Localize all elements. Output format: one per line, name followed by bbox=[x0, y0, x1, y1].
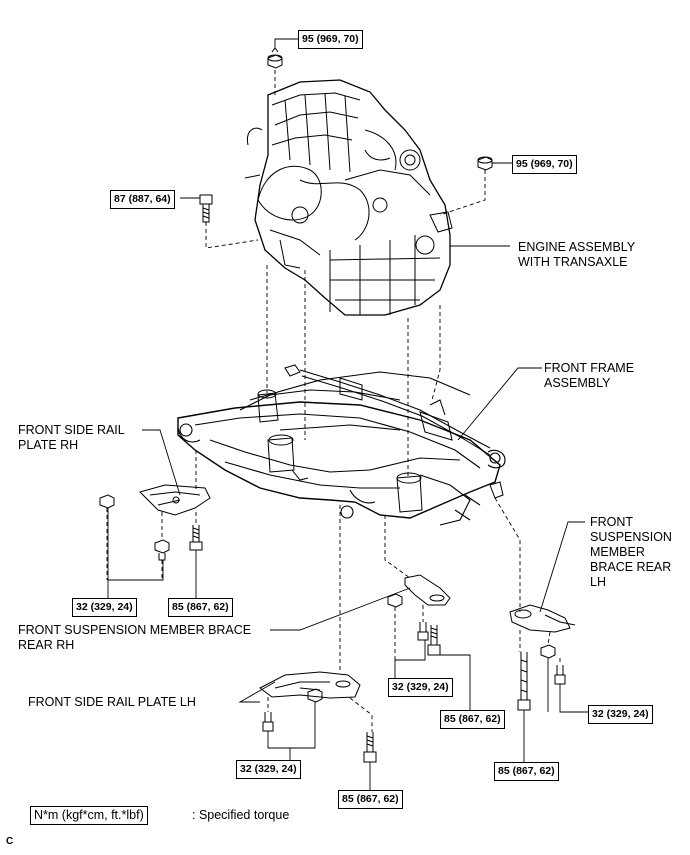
torque-label-brace-lh-nut: 32 (329, 24) bbox=[588, 705, 653, 724]
lh-rail-nut-icon bbox=[307, 688, 323, 703]
label-brace-lh-line1: FRONT bbox=[590, 515, 634, 529]
lh-rail-small-bolt-icon bbox=[262, 712, 274, 732]
legend-description: : Specified torque bbox=[192, 808, 290, 822]
assembly-lines bbox=[106, 70, 561, 732]
label-engine-line2: WITH TRANSAXLE bbox=[518, 255, 628, 269]
torque-label-right-nut: 95 (969, 70) bbox=[512, 155, 577, 174]
brace-rear-rh-drawing bbox=[404, 574, 451, 606]
label-brace-rh-line2: REAR RH bbox=[18, 638, 75, 652]
leader-lines bbox=[107, 38, 588, 790]
torque-label-rh-rail-nut: 32 (329, 24) bbox=[72, 598, 137, 617]
figure-code: C bbox=[6, 836, 14, 847]
rh-rail-nut-icon bbox=[99, 494, 115, 509]
engine-mount-center-icon bbox=[267, 434, 309, 481]
brace-rh-bolt-icon bbox=[427, 625, 441, 656]
label-engine-assembly: ENGINE ASSEMBLY WITH TRANSAXLE bbox=[518, 240, 635, 270]
torque-label-lh-rail-bolt: 85 (867, 62) bbox=[338, 790, 403, 809]
torque-label-brace-lh-bolt: 85 (867, 62) bbox=[494, 762, 559, 781]
left-bolt-icon bbox=[199, 194, 213, 223]
torque-label-brace-rh-nut: 32 (329, 24) bbox=[388, 678, 453, 697]
label-brace-lh-line3: MEMBER bbox=[590, 545, 645, 559]
brace-rear-lh-drawing bbox=[509, 604, 576, 633]
side-rail-plate-rh-drawing bbox=[139, 484, 211, 516]
front-frame-drawing bbox=[177, 371, 506, 526]
side-rail-plate-lh-drawing bbox=[259, 671, 361, 699]
lh-rail-bolt-icon bbox=[363, 732, 377, 763]
label-brace-rear-lh: FRONT SUSPENSION MEMBER BRACE REAR LH bbox=[590, 515, 672, 590]
label-side-rail-plate-rh: FRONT SIDE RAIL PLATE RH bbox=[18, 423, 125, 453]
brace-rh-small-bolt-icon bbox=[417, 622, 429, 641]
label-brace-rear-rh: FRONT SUSPENSION MEMBER BRACE REAR RH bbox=[18, 623, 251, 653]
steering-rack-drawing bbox=[284, 364, 504, 499]
label-rail-rh-line1: FRONT SIDE RAIL bbox=[18, 423, 125, 437]
brace-lh-bolt-icon bbox=[517, 652, 531, 711]
label-brace-rh-line1: FRONT SUSPENSION MEMBER BRACE bbox=[18, 623, 252, 637]
torque-label-lh-rail-nut: 32 (329, 24) bbox=[236, 760, 301, 779]
engine-mount-lh-icon bbox=[396, 472, 423, 513]
label-engine-line1: ENGINE ASSEMBLY bbox=[518, 240, 636, 254]
torque-label-brace-rh-bolt: 85 (867, 62) bbox=[440, 710, 505, 729]
label-brace-lh-line4: BRACE REAR bbox=[590, 560, 672, 574]
rh-rail-bolt-icon bbox=[189, 525, 203, 551]
legend-unit-box: N*m (kgf*cm, ft.*lbf) bbox=[30, 806, 148, 825]
torque-label-top-nut: 95 (969, 70) bbox=[298, 30, 363, 49]
label-brace-lh-line2: SUSPENSION bbox=[590, 530, 672, 544]
label-rail-lh-line1: FRONT SIDE RAIL PLATE LH bbox=[28, 695, 196, 709]
label-rail-rh-line2: PLATE RH bbox=[18, 438, 79, 452]
brace-rh-nut-icon bbox=[387, 593, 403, 608]
label-front-frame: FRONT FRAME ASSEMBLY bbox=[544, 361, 634, 391]
engine-mount-front-rh-icon bbox=[257, 389, 279, 423]
label-side-rail-plate-lh: FRONT SIDE RAIL PLATE LH bbox=[28, 695, 196, 710]
engine-assembly-drawing bbox=[244, 79, 453, 316]
label-frame-line1: FRONT FRAME bbox=[544, 361, 635, 375]
rh-rail-small-nut-icon bbox=[154, 539, 170, 561]
label-frame-line2: ASSEMBLY bbox=[544, 376, 611, 390]
label-brace-lh-line5: LH bbox=[590, 575, 606, 589]
brace-lh-small-bolt-icon bbox=[554, 665, 566, 685]
top-nut-icon bbox=[267, 47, 283, 69]
right-nut-icon bbox=[477, 156, 493, 171]
torque-label-left-bolt: 87 (887, 64) bbox=[110, 190, 175, 209]
torque-label-rh-rail-bolt: 85 (867, 62) bbox=[168, 598, 233, 617]
brace-lh-nut-icon bbox=[540, 644, 556, 659]
